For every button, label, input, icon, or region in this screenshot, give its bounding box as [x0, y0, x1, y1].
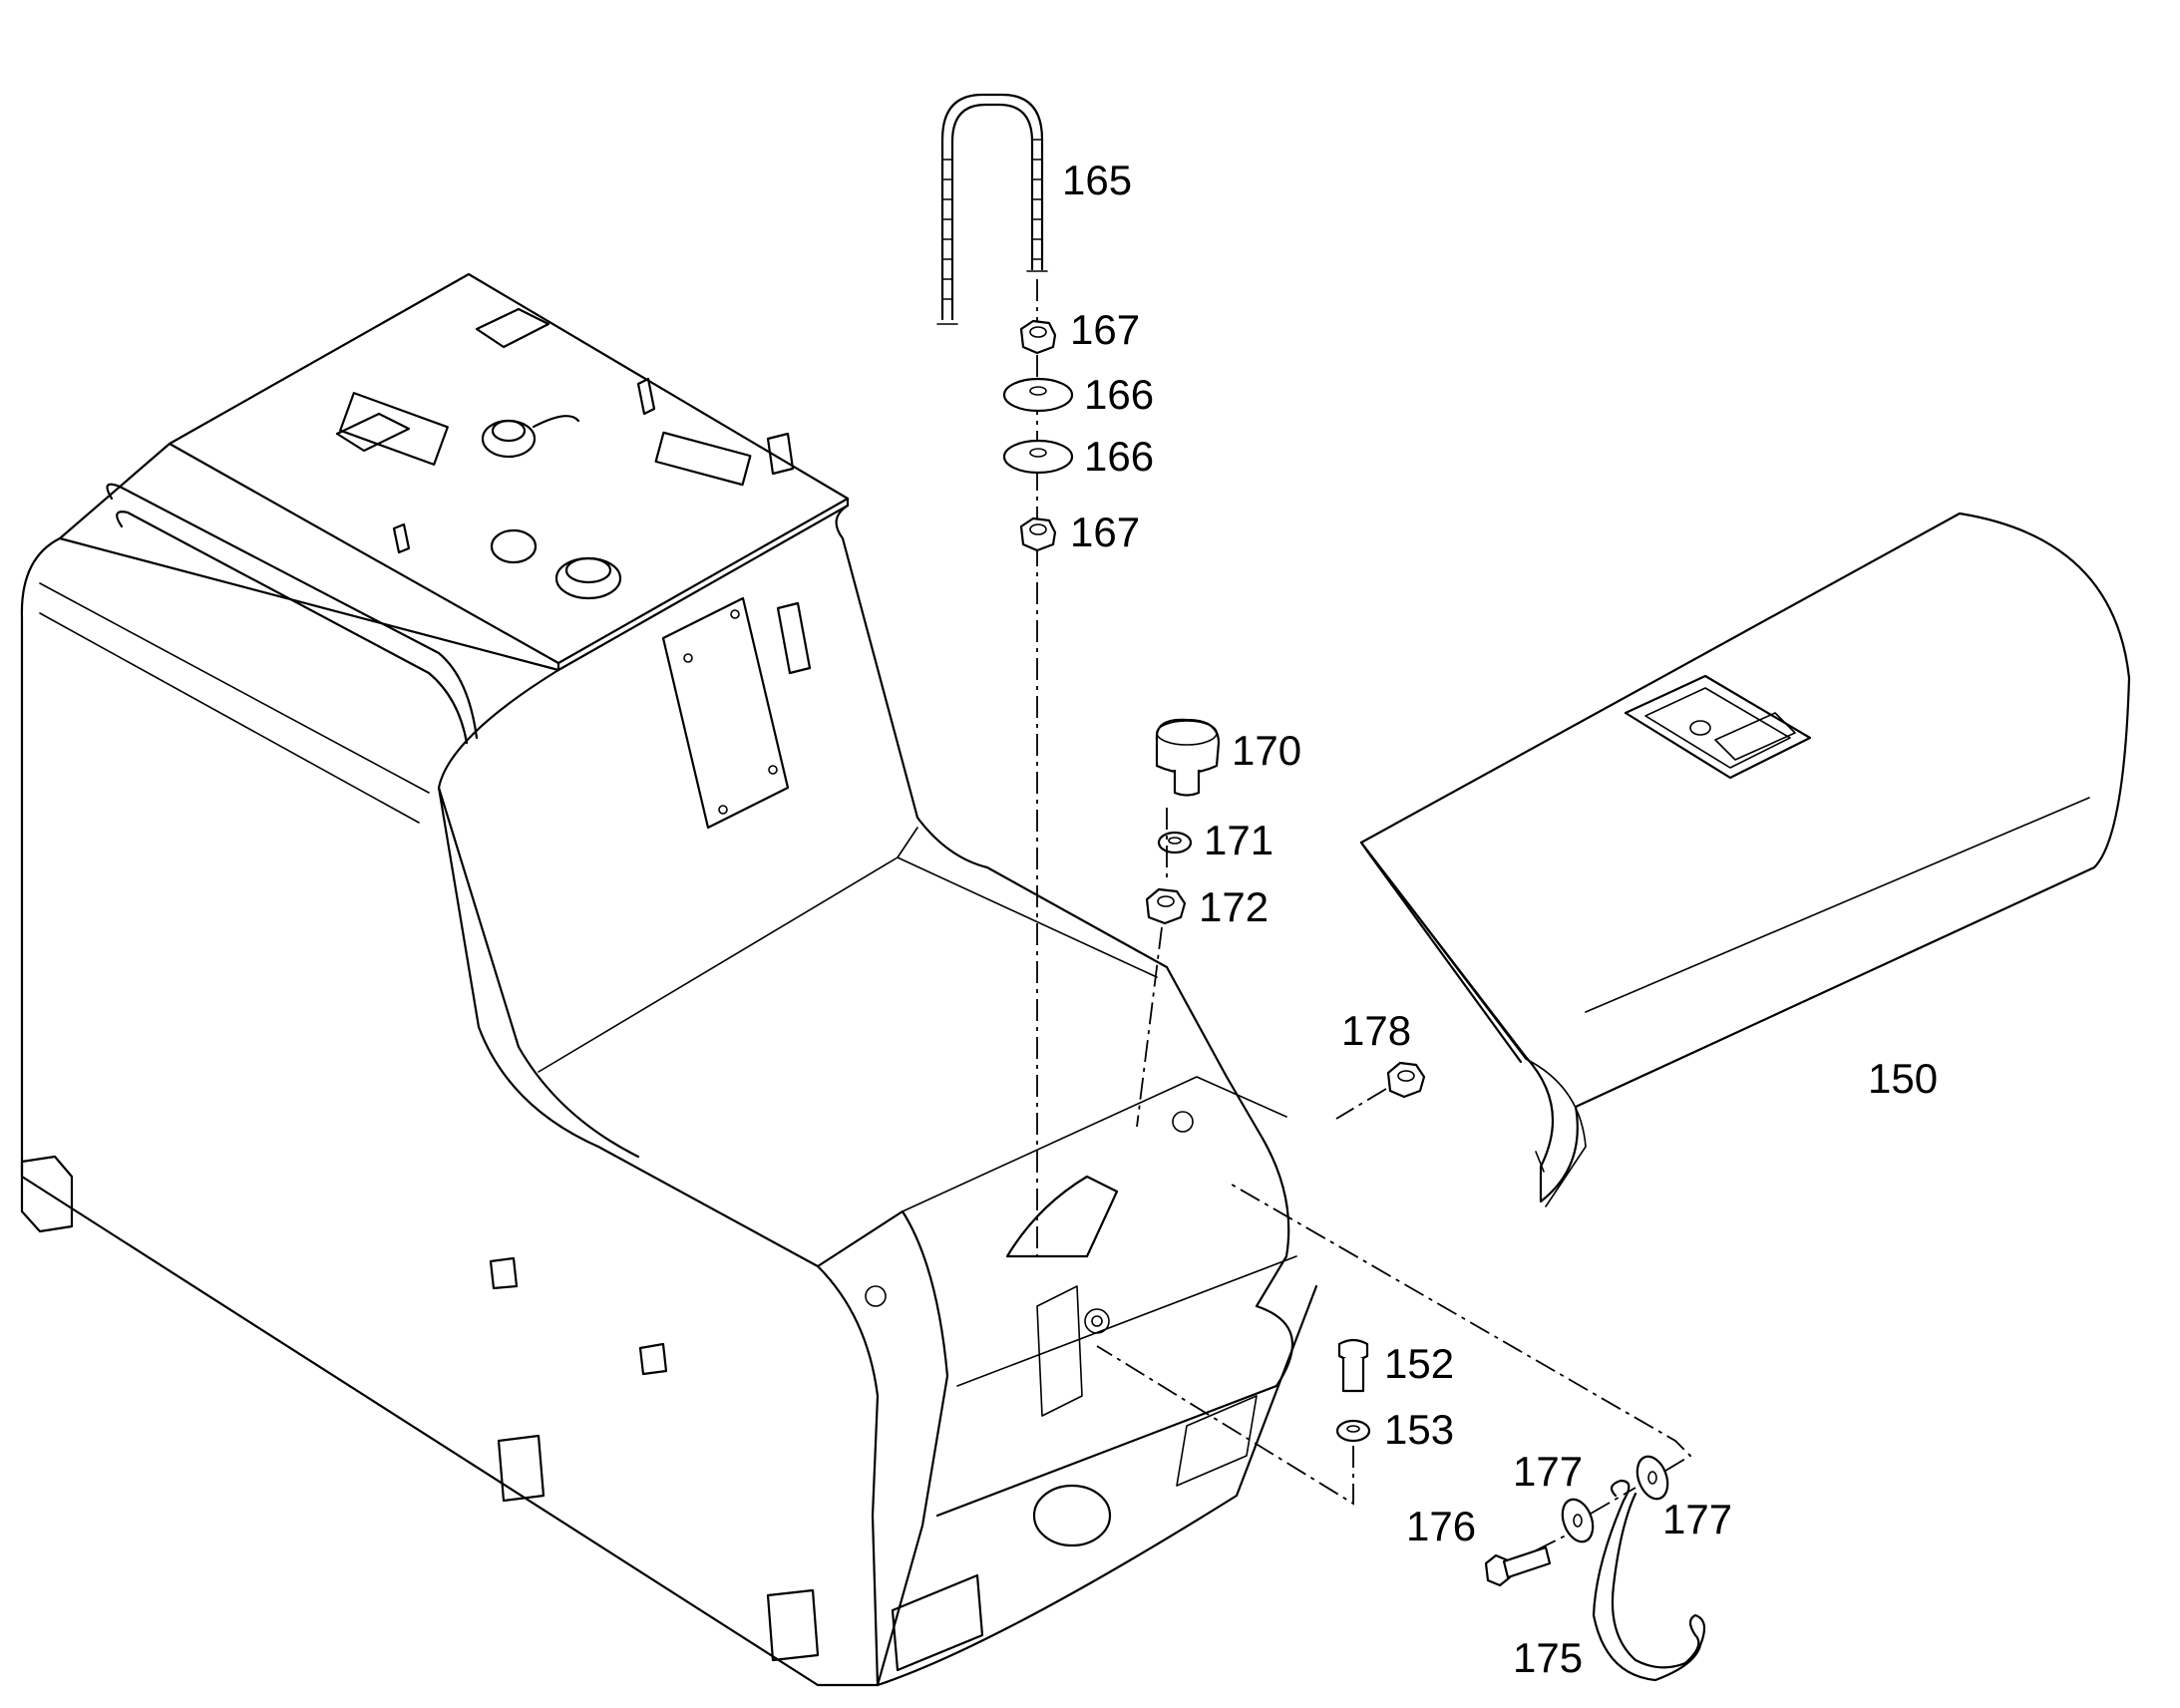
callout-153: 153: [1384, 1406, 1454, 1453]
bolt-152: [1337, 1338, 1369, 1393]
washer-177-left: [1561, 1498, 1595, 1543]
callout-175: 175: [1513, 1634, 1583, 1681]
knob-170: [1155, 718, 1221, 797]
callout-150: 150: [1868, 1055, 1938, 1102]
callout-177-right: 177: [1662, 1496, 1732, 1542]
callout-178: 178: [1341, 1007, 1411, 1054]
callout-170: 170: [1232, 727, 1301, 774]
callout-171: 171: [1204, 817, 1273, 863]
frame-housing: [20, 272, 1318, 1687]
callout-176: 176: [1406, 1503, 1476, 1549]
washer-153: [1335, 1419, 1371, 1443]
u-bolt-part: [936, 93, 1048, 325]
washer-166-bottom: [1002, 439, 1074, 475]
nut-178: [1386, 1061, 1426, 1099]
bolt-176: [1484, 1545, 1552, 1587]
washer-166-top: [1002, 377, 1074, 413]
cable-175: [1592, 1479, 1706, 1682]
callout-167-bottom: 167: [1070, 509, 1140, 555]
nut-167-top: [1019, 319, 1057, 355]
callout-166-bottom: 166: [1084, 433, 1154, 480]
assembly-line-177: [1226, 1181, 1692, 1551]
callout-166-top: 166: [1084, 371, 1154, 418]
nut-167-bottom: [1019, 516, 1057, 552]
assembly-line-178: [1335, 1088, 1387, 1120]
callout-152: 152: [1384, 1340, 1454, 1387]
nut-172: [1145, 887, 1187, 925]
callout-177-left: 177: [1513, 1448, 1583, 1495]
callout-172: 172: [1199, 883, 1269, 930]
assembly-line-152: [1096, 1345, 1354, 1506]
callout-167-top: 167: [1070, 306, 1140, 353]
washer-177-right: [1635, 1455, 1669, 1501]
callout-165: 165: [1062, 157, 1132, 203]
cover-150: [1359, 512, 2131, 1207]
assembly-line-knob: [1136, 808, 1168, 1128]
washer-171: [1157, 831, 1193, 854]
